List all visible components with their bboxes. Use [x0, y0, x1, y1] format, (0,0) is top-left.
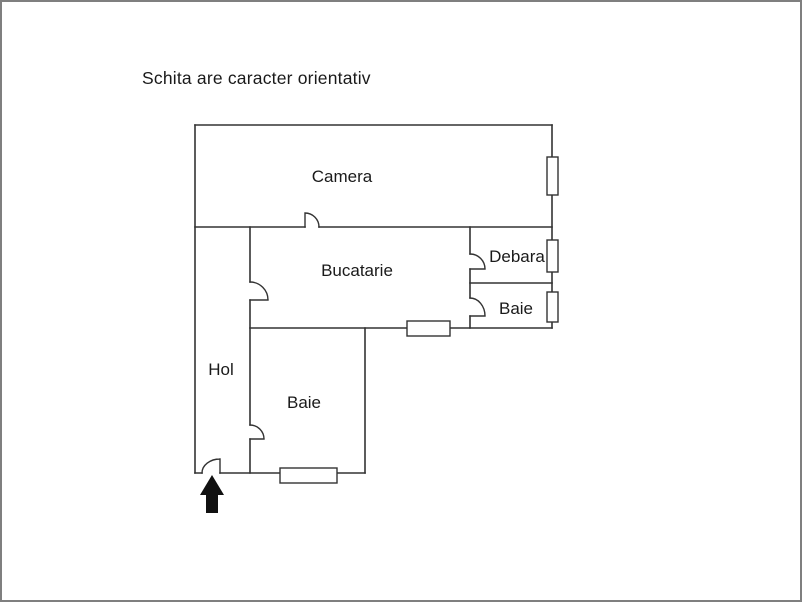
entrance-arrow-icon [200, 475, 224, 513]
window-bucatarie-bottom [406, 320, 451, 337]
door-arcs [201, 212, 486, 474]
door-baie-small [469, 297, 486, 317]
room-label-baie-large: Baie [286, 393, 322, 412]
door-debara [469, 253, 486, 270]
door-bucatarie [249, 281, 269, 301]
window-camera-right [546, 156, 559, 196]
room-label-camera: Camera [311, 167, 373, 186]
door-camera [304, 212, 320, 228]
door-entrance [201, 458, 221, 474]
window-baie-small-right [546, 291, 559, 323]
walls [194, 124, 553, 474]
window-debara-right [546, 239, 559, 273]
windows [279, 156, 559, 484]
disclaimer-text: Schita are caracter orientativ [142, 68, 371, 88]
door-baie-large [249, 424, 265, 440]
window-baie-large-bottom [279, 467, 338, 484]
room-label-debara: Debara [489, 247, 545, 266]
room-label-baie-small: Baie [498, 299, 534, 318]
room-label-hol: Hol [208, 360, 234, 379]
room-label-bucatarie: Bucatarie [321, 261, 393, 280]
